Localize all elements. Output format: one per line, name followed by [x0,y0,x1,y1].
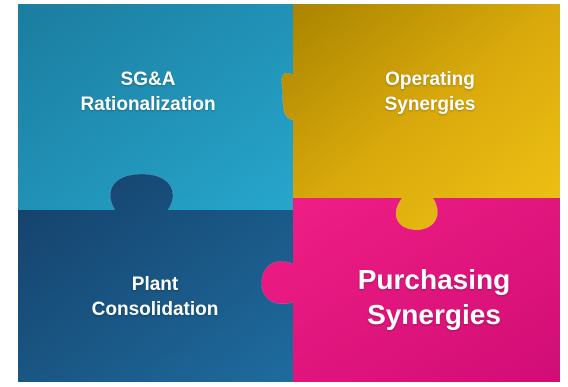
label-plant-consolidation: Plant Consolidation [50,273,260,322]
label-line: Operating [385,69,475,90]
label-line: Synergies [367,299,501,330]
puzzle-piece-bottom-right [261,198,560,382]
label-operating-synergies: Operating Synergies [330,68,530,117]
label-line: Synergies [384,93,476,115]
label-sga-rationalization: SG&A Rationalization [38,68,258,117]
label-line: SG&A [120,69,176,90]
label-line: Rationalization [80,93,216,115]
puzzle-piece-top-right [281,4,560,230]
puzzle-piece-top-left [18,4,293,210]
puzzle-piece-bottom-left [18,174,293,382]
label-line: Purchasing [357,264,511,295]
label-line: Plant [131,274,179,295]
label-line: Consolidation [91,298,219,320]
label-purchasing-synergies: Purchasing Synergies [318,262,550,332]
